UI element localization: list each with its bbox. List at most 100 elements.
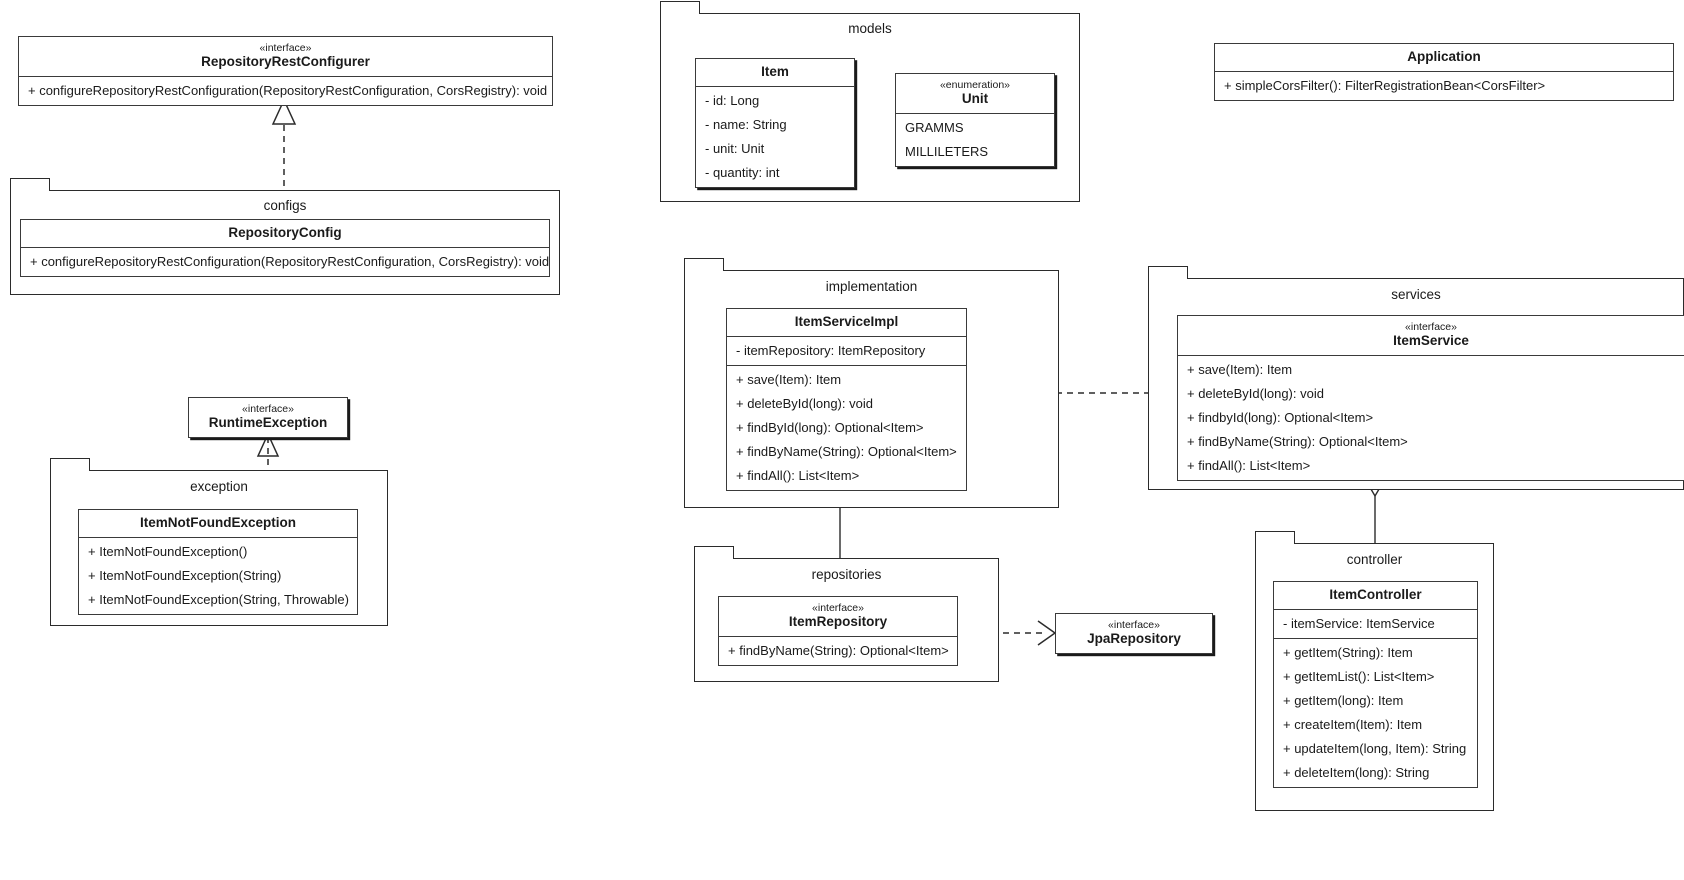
- method-compartment: + findByName(String): Optional<Item>: [719, 637, 957, 665]
- package-name-label: exception: [190, 479, 248, 494]
- method-compartment: + getItem(String): Item + getItemList():…: [1274, 638, 1477, 787]
- class-box-item-controller[interactable]: ItemController - itemService: ItemServic…: [1273, 581, 1478, 788]
- class-name-label: ItemNotFoundException: [140, 515, 296, 530]
- class-name-label: ItemServiceImpl: [794, 314, 899, 329]
- class-name-label: JpaRepository: [1087, 631, 1181, 646]
- method-item: + findByName(String): Optional<Item>: [728, 643, 949, 658]
- class-header-item-service-impl: ItemServiceImpl: [727, 309, 966, 337]
- package-models[interactable]: models Item - id: Long - name: String - …: [659, 1, 1080, 202]
- class-box-runtime-exception[interactable]: «interface» RuntimeException: [188, 397, 348, 438]
- package-implementation[interactable]: implementation ItemServiceImpl - itemRep…: [683, 258, 1059, 508]
- class-box-repository-rest-configurer[interactable]: «interface» RepositoryRestConfigurer + c…: [18, 36, 553, 106]
- method-item: + deleteById(long): void: [736, 396, 873, 411]
- attribute-item: - unit: Unit: [705, 141, 765, 156]
- class-box-repository-config[interactable]: RepositoryConfig + configureRepositoryRe…: [20, 219, 550, 277]
- class-header-repository-rest-configurer: «interface» RepositoryRestConfigurer: [19, 37, 552, 77]
- class-name-label: Application: [1407, 49, 1481, 64]
- method-item: + findbyId(long): Optional<Item>: [1187, 410, 1374, 425]
- class-name-label: ItemRepository: [788, 614, 888, 629]
- class-header-application: Application: [1215, 44, 1673, 72]
- enum-literal-item: MILLILETERS: [905, 144, 989, 159]
- package-tab-icon: [49, 458, 90, 471]
- package-tab-icon: [659, 1, 700, 14]
- package-controller[interactable]: controller ItemController - itemService:…: [1254, 531, 1494, 811]
- class-header-item-controller: ItemController: [1274, 582, 1477, 610]
- method-compartment: + ItemNotFoundException() + ItemNotFound…: [79, 538, 357, 614]
- class-name-label: RuntimeException: [208, 415, 328, 430]
- attribute-item: - itemRepository: ItemRepository: [736, 343, 926, 358]
- class-name-label: RepositoryConfig: [228, 225, 342, 240]
- package-configs[interactable]: configs RepositoryConfig + configureRepo…: [9, 178, 560, 295]
- method-item: + ItemNotFoundException(String): [88, 568, 282, 583]
- attribute-compartment: - id: Long - name: String - unit: Unit -…: [696, 87, 854, 187]
- method-item: + save(Item): Item: [1187, 362, 1293, 377]
- method-compartment: + configureRepositoryRestConfiguration(R…: [21, 248, 549, 276]
- stereotype-label: «interface»: [812, 602, 864, 614]
- method-item: + getItem(String): Item: [1283, 645, 1413, 660]
- method-item: + createItem(Item): Item: [1283, 717, 1423, 732]
- method-item: + getItemList(): List<Item>: [1283, 669, 1435, 684]
- class-box-jpa-repository[interactable]: «interface» JpaRepository: [1055, 613, 1213, 654]
- class-name-label: ItemService: [1393, 333, 1469, 348]
- method-item: + deleteById(long): void: [1187, 386, 1324, 401]
- attribute-compartment: - itemService: ItemService: [1274, 610, 1477, 638]
- class-box-item-repository[interactable]: «interface» ItemRepository + findByName(…: [718, 596, 958, 666]
- package-name-label: repositories: [811, 567, 882, 582]
- method-item: + findByName(String): Optional<Item>: [736, 444, 957, 459]
- class-box-item-not-found-exception[interactable]: ItemNotFoundException + ItemNotFoundExce…: [78, 509, 358, 615]
- edge-repositoryconfig-realizes-repositoryrestconfigurer: [271, 98, 297, 190]
- method-compartment: + configureRepositoryRestConfiguration(R…: [19, 77, 552, 105]
- attribute-item: - name: String: [705, 117, 787, 132]
- method-item: + getItem(long): Item: [1283, 693, 1404, 708]
- class-header-item-service: «interface» ItemService: [1178, 316, 1684, 356]
- package-services[interactable]: services «interface» ItemService + save(…: [1147, 266, 1684, 490]
- method-compartment: + save(Item): Item + deleteById(long): v…: [727, 365, 966, 490]
- method-item: + configureRepositoryRestConfiguration(R…: [30, 254, 550, 269]
- class-header-item-not-found-exception: ItemNotFoundException: [79, 510, 357, 538]
- method-item: + deleteItem(long): String: [1283, 765, 1430, 780]
- attribute-item: - itemService: ItemService: [1283, 616, 1435, 631]
- class-header-item: Item: [696, 59, 854, 87]
- method-item: + findById(long): Optional<Item>: [736, 420, 924, 435]
- stereotype-label: «interface»: [259, 42, 312, 54]
- class-name-label: Item: [761, 64, 789, 79]
- attribute-compartment: - itemRepository: ItemRepository: [727, 337, 966, 365]
- method-compartment: + simpleCorsFilter(): FilterRegistration…: [1215, 72, 1673, 100]
- method-item: + configureRepositoryRestConfiguration(R…: [28, 83, 548, 98]
- class-box-item[interactable]: Item - id: Long - name: String - unit: U…: [695, 58, 855, 188]
- method-compartment: + save(Item): Item + deleteById(long): v…: [1178, 356, 1684, 480]
- package-tab-icon: [683, 258, 724, 271]
- package-name-label: services: [1391, 287, 1441, 302]
- method-item: + updateItem(long, Item): String: [1283, 741, 1467, 756]
- package-tab-icon: [693, 546, 734, 559]
- class-header-runtime-exception: «interface» RuntimeException: [189, 398, 347, 437]
- class-header-jpa-repository: «interface» JpaRepository: [1056, 614, 1212, 653]
- class-box-item-service[interactable]: «interface» ItemService + save(Item): It…: [1177, 315, 1684, 481]
- class-box-application[interactable]: Application + simpleCorsFilter(): Filter…: [1214, 43, 1674, 101]
- class-name-label: ItemController: [1329, 587, 1422, 602]
- method-item: + simpleCorsFilter(): FilterRegistration…: [1224, 78, 1546, 93]
- package-tab-icon: [1147, 266, 1188, 279]
- package-tab-icon: [9, 178, 50, 191]
- package-tab-icon: [1254, 531, 1295, 544]
- stereotype-label: «interface»: [242, 403, 294, 415]
- stereotype-label: «interface»: [1405, 321, 1457, 333]
- class-header-repository-config: RepositoryConfig: [21, 220, 549, 248]
- method-item: + save(Item): Item: [736, 372, 842, 387]
- package-name-label: models: [848, 21, 892, 36]
- package-name-label: controller: [1346, 552, 1403, 567]
- method-item: + ItemNotFoundException(String, Throwabl…: [88, 592, 349, 607]
- class-header-item-repository: «interface» ItemRepository: [719, 597, 957, 637]
- enum-literal-item: GRAMMS: [905, 120, 964, 135]
- package-name-label: configs: [263, 198, 307, 213]
- package-repositories[interactable]: repositories «interface» ItemRepository …: [693, 546, 999, 682]
- package-name-label: implementation: [825, 279, 918, 294]
- package-exception[interactable]: exception ItemNotFoundException + ItemNo…: [49, 458, 388, 626]
- attribute-item: - quantity: int: [705, 165, 780, 180]
- method-item: + ItemNotFoundException(): [88, 544, 248, 559]
- stereotype-label: «interface»: [1108, 619, 1160, 631]
- class-box-unit[interactable]: «enumeration» Unit GRAMMS MILLILETERS: [895, 73, 1055, 167]
- class-box-item-service-impl[interactable]: ItemServiceImpl - itemRepository: ItemRe…: [726, 308, 967, 491]
- stereotype-label: «enumeration»: [939, 79, 1011, 91]
